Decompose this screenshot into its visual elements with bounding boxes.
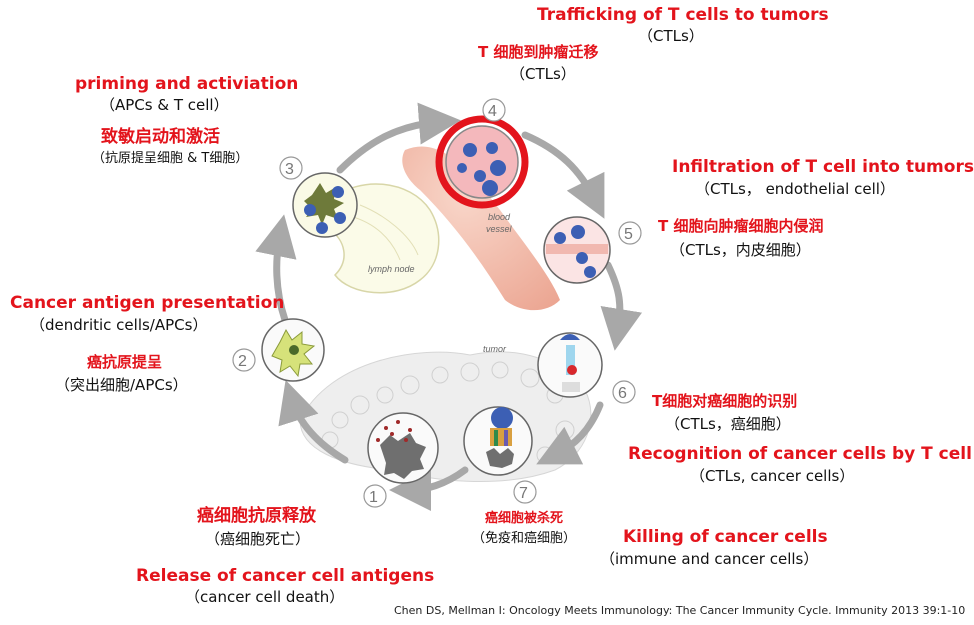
step7-zh-subtitle: （免疫和癌细胞） [472, 531, 577, 546]
step2-zh-title: 癌抗原提呈 [87, 353, 163, 371]
step3-number: 3 [285, 161, 294, 178]
step4-en-title: Trafficking of T cells to tumors [537, 5, 829, 25]
cycle-arrows [255, 102, 643, 511]
step2-en-title: Cancer antigen presentation [10, 293, 285, 313]
step7-number: 7 [519, 485, 528, 502]
step1-en-title: Release of cancer cell antigens [136, 566, 435, 586]
blood-vessel-label-2: vessel [486, 224, 513, 234]
step6-zh-subtitle: （CTLs，癌细胞） [665, 415, 791, 433]
step6-illustration [537, 332, 603, 398]
step7-illustration [463, 406, 533, 476]
step1-illustration [367, 412, 439, 484]
step2-zh-subtitle: （突出细胞/APCs） [55, 376, 188, 394]
step6-number: 6 [618, 385, 627, 402]
step4-en-subtitle: （CTLs） [638, 27, 704, 45]
step5-en-subtitle: （CTLs， endothelial cell） [695, 180, 895, 198]
step4-number: 4 [488, 103, 497, 120]
tumor-label: tumor [483, 344, 507, 354]
blood-vessel [402, 146, 560, 311]
step2-number: 2 [238, 353, 247, 370]
highlight-ring [435, 115, 529, 209]
step1-zh-title: 癌细胞抗原释放 [197, 506, 316, 526]
step3-en-subtitle: （APCs & T cell） [100, 96, 229, 114]
lymph-node-label: lymph node [368, 264, 415, 274]
step3-zh-title: 致敏启动和激活 [101, 127, 220, 147]
step7-en-title: Killing of cancer cells [623, 527, 828, 547]
step6-en-subtitle: （CTLs, cancer cells） [690, 467, 855, 485]
step6-en-title: Recognition of cancer cells by T cell [628, 444, 972, 464]
blood-vessel-label-1: blood [488, 212, 511, 222]
step6-zh-title: T细胞对癌细胞的识别 [652, 392, 798, 410]
step4-zh-title: T 细胞到肿瘤迁移 [478, 43, 599, 61]
step4-zh-subtitle: （CTLs） [510, 65, 576, 83]
step1-number: 1 [369, 489, 378, 506]
step3-zh-subtitle: （抗原提呈细胞 & T细胞） [92, 151, 249, 166]
step3-illustration [292, 172, 358, 238]
step5-en-title: Infiltration of T cell into tumors [672, 157, 974, 177]
step1-zh-subtitle: （癌细胞死亡） [205, 530, 311, 548]
step1-en-subtitle: （cancer cell death） [185, 588, 345, 606]
step5-illustration [543, 216, 611, 284]
step7-en-subtitle: （immune and cancer cells） [600, 550, 819, 568]
step2-en-subtitle: （dendritic cells/APCs） [30, 316, 208, 334]
step3-en-title: priming and activiation [75, 74, 299, 94]
step5-number: 5 [624, 226, 633, 243]
step2-illustration [261, 318, 325, 382]
citation: Chen DS, Mellman I: Oncology Meets Immun… [394, 604, 966, 617]
step5-zh-subtitle: （CTLs，内皮细胞） [670, 241, 811, 259]
step7-zh-title: 癌细胞被杀死 [485, 511, 564, 526]
step4-illustration [435, 115, 529, 209]
step5-zh-title: T 细胞向肿瘤细胞内侵润 [658, 217, 824, 235]
